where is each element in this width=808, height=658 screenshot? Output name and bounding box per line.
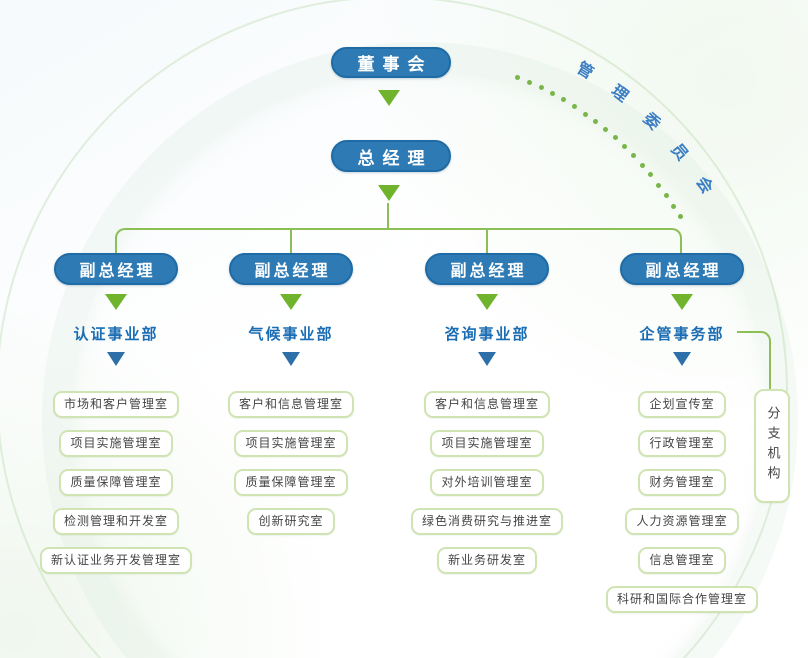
arrow-deputy-to-department-4 bbox=[671, 294, 693, 310]
connector-drop-branch-3 bbox=[486, 230, 488, 253]
committee-arc-dot bbox=[527, 79, 532, 85]
department-label-3: 咨询事业部 bbox=[444, 325, 530, 343]
office-box: 信息管理室 bbox=[638, 547, 726, 574]
arrow-department-to-offices-4 bbox=[673, 352, 691, 366]
deputy-gm-label: 副总经理 bbox=[79, 261, 156, 280]
office-row: 绿色消费研究与推进室 bbox=[392, 508, 582, 535]
office-box: 新业务研发室 bbox=[436, 547, 537, 574]
office-box: 人力资源管理室 bbox=[625, 508, 739, 535]
office-box: 企划宣传室 bbox=[638, 391, 726, 418]
department-label-1: 认证事业部 bbox=[73, 325, 159, 343]
office-box: 质量保障管理室 bbox=[59, 469, 173, 496]
deputy-gm-label: 副总经理 bbox=[254, 261, 331, 280]
office-box: 检测管理和开发室 bbox=[52, 508, 179, 535]
office-box: 项目实施管理室 bbox=[59, 430, 173, 457]
office-box: 绿色消费研究与推进室 bbox=[410, 508, 563, 535]
deputy-gm-node-3: 副总经理 bbox=[425, 253, 549, 285]
board-node: 董事会 bbox=[331, 47, 451, 78]
committee-arc-dot bbox=[592, 119, 598, 125]
committee-arc-dot bbox=[663, 192, 669, 198]
office-row: 质量保障管理室 bbox=[196, 469, 386, 496]
office-box: 创新研究室 bbox=[247, 508, 335, 535]
arrow-board-to-gm bbox=[378, 90, 400, 106]
deputy-gm-label: 副总经理 bbox=[645, 261, 722, 280]
office-box: 项目实施管理室 bbox=[430, 430, 544, 457]
connector-branch-bar bbox=[115, 228, 682, 254]
office-box: 对外培训管理室 bbox=[430, 469, 544, 496]
office-row: 检测管理和开发室 bbox=[21, 508, 211, 535]
connector-branch-office bbox=[737, 331, 771, 389]
deputy-gm-node-1: 副总经理 bbox=[54, 253, 178, 285]
office-box: 质量保障管理室 bbox=[234, 469, 348, 496]
deputy-gm-node-2: 副总经理 bbox=[229, 253, 353, 285]
office-box: 项目实施管理室 bbox=[234, 430, 348, 457]
office-row: 行政管理室 bbox=[587, 430, 777, 457]
office-row: 新认证业务开发管理室 bbox=[21, 547, 211, 574]
general-manager-label: 总经理 bbox=[357, 148, 433, 169]
department-label-4: 企管事务部 bbox=[639, 325, 725, 343]
committee-arc-dot bbox=[571, 104, 577, 110]
arrow-gm-to-deputies bbox=[378, 185, 400, 201]
committee-arc-dot bbox=[671, 203, 677, 209]
office-row: 科研和国际合作管理室 bbox=[587, 586, 777, 613]
office-row: 财务管理室 bbox=[587, 469, 777, 496]
connector-drop-branch-2 bbox=[290, 230, 292, 253]
department-label-2: 气候事业部 bbox=[248, 325, 334, 343]
connector-gm-stem bbox=[387, 203, 389, 229]
general-manager-node: 总经理 bbox=[331, 140, 451, 172]
office-box: 新认证业务开发管理室 bbox=[39, 547, 192, 574]
committee-arc-dot bbox=[538, 85, 544, 91]
office-box: 市场和客户管理室 bbox=[52, 391, 179, 418]
committee-arc-dot bbox=[549, 91, 555, 97]
arrow-department-to-offices-3 bbox=[478, 352, 496, 366]
committee-arc-dot bbox=[603, 127, 608, 133]
branch-office-node: 分支机构 bbox=[754, 389, 790, 503]
office-row: 信息管理室 bbox=[587, 547, 777, 574]
branch-office-label: 分支机构 bbox=[764, 406, 780, 486]
office-box: 行政管理室 bbox=[638, 430, 726, 457]
committee-arc-dot bbox=[639, 162, 645, 168]
committee-arc-dot bbox=[656, 182, 662, 188]
office-row: 质量保障管理室 bbox=[21, 469, 211, 496]
office-row: 创新研究室 bbox=[196, 508, 386, 535]
committee-arc-dot bbox=[677, 214, 683, 220]
office-row: 客户和信息管理室 bbox=[392, 391, 582, 418]
office-box: 财务管理室 bbox=[638, 469, 726, 496]
deputy-gm-label: 副总经理 bbox=[450, 261, 527, 280]
arrow-department-to-offices-2 bbox=[282, 352, 300, 366]
office-box: 客户和信息管理室 bbox=[227, 391, 354, 418]
committee-arc-dot bbox=[622, 144, 628, 150]
committee-arc-dot bbox=[582, 111, 588, 117]
office-row: 市场和客户管理室 bbox=[21, 391, 211, 418]
office-row: 对外培训管理室 bbox=[392, 469, 582, 496]
board-label: 董事会 bbox=[357, 55, 433, 75]
office-row: 人力资源管理室 bbox=[587, 508, 777, 535]
office-box: 客户和信息管理室 bbox=[423, 391, 550, 418]
office-box: 科研和国际合作管理室 bbox=[605, 586, 758, 613]
committee-arc-dot bbox=[515, 74, 521, 80]
arrow-department-to-offices-1 bbox=[107, 352, 125, 366]
office-row: 项目实施管理室 bbox=[392, 430, 582, 457]
deputy-gm-node-4: 副总经理 bbox=[620, 253, 744, 285]
committee-arc-dot bbox=[561, 97, 567, 103]
office-row: 项目实施管理室 bbox=[196, 430, 386, 457]
arrow-deputy-to-department-2 bbox=[280, 294, 302, 310]
arrow-deputy-to-department-1 bbox=[105, 294, 127, 310]
committee-arc-dot bbox=[648, 172, 654, 178]
arrow-deputy-to-department-3 bbox=[476, 294, 498, 310]
office-row: 企划宣传室 bbox=[587, 391, 777, 418]
committee-arc-dot bbox=[612, 135, 618, 141]
office-row: 客户和信息管理室 bbox=[196, 391, 386, 418]
office-row: 新业务研发室 bbox=[392, 547, 582, 574]
office-row: 项目实施管理室 bbox=[21, 430, 211, 457]
committee-arc-dot bbox=[631, 153, 637, 159]
